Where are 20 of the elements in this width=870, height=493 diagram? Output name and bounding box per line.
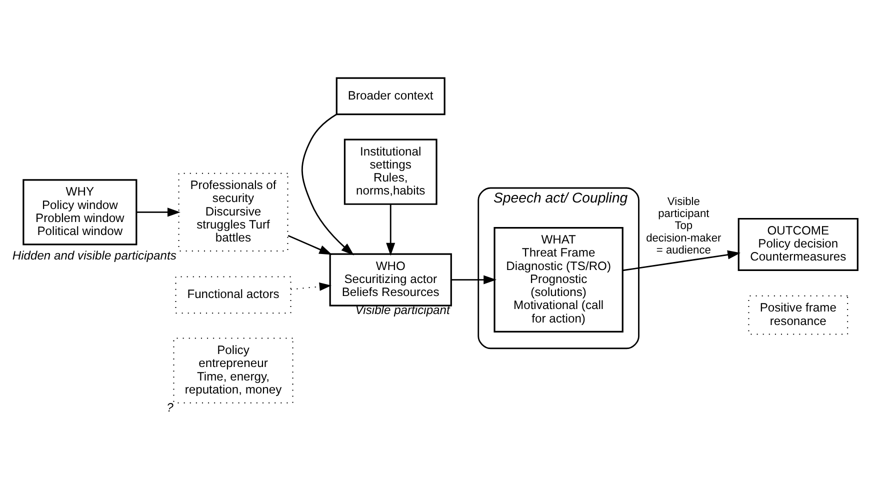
node-box: Policy entrepreneur Time, energy, reputation, money (173, 337, 294, 403)
node-box: Functional actors (175, 276, 292, 314)
arrow (290, 282, 332, 290)
node-box: Institutional settings Rules, norms,habits (344, 138, 438, 204)
node-box: WHO Securitizing actor Beliefs Resources (329, 252, 452, 306)
node-label: ? (166, 400, 174, 414)
arrow (301, 113, 354, 255)
node-box: WHY Policy window Problem window Political window (22, 178, 138, 245)
node-box: OUTCOME Policy decision Countermeasures (738, 217, 858, 270)
node-box: Professionals of security Discursive struggles Turf battles (178, 172, 288, 252)
edge-label: Visible participant Top decision-maker = audience (646, 195, 722, 256)
arrow (288, 234, 332, 254)
node-box: Positive frame resonance (748, 294, 848, 334)
arrow (386, 204, 396, 256)
node-box: WHAT Threat Frame Diagnostic (TS/RO) Prognostic (solutions) Motivational (call for action) (494, 226, 624, 332)
arrow (136, 207, 180, 216)
node-box: Broader context (336, 76, 446, 115)
node-label: Hidden and visible participants (12, 248, 176, 262)
arrow (452, 274, 497, 284)
arrow (622, 250, 741, 271)
